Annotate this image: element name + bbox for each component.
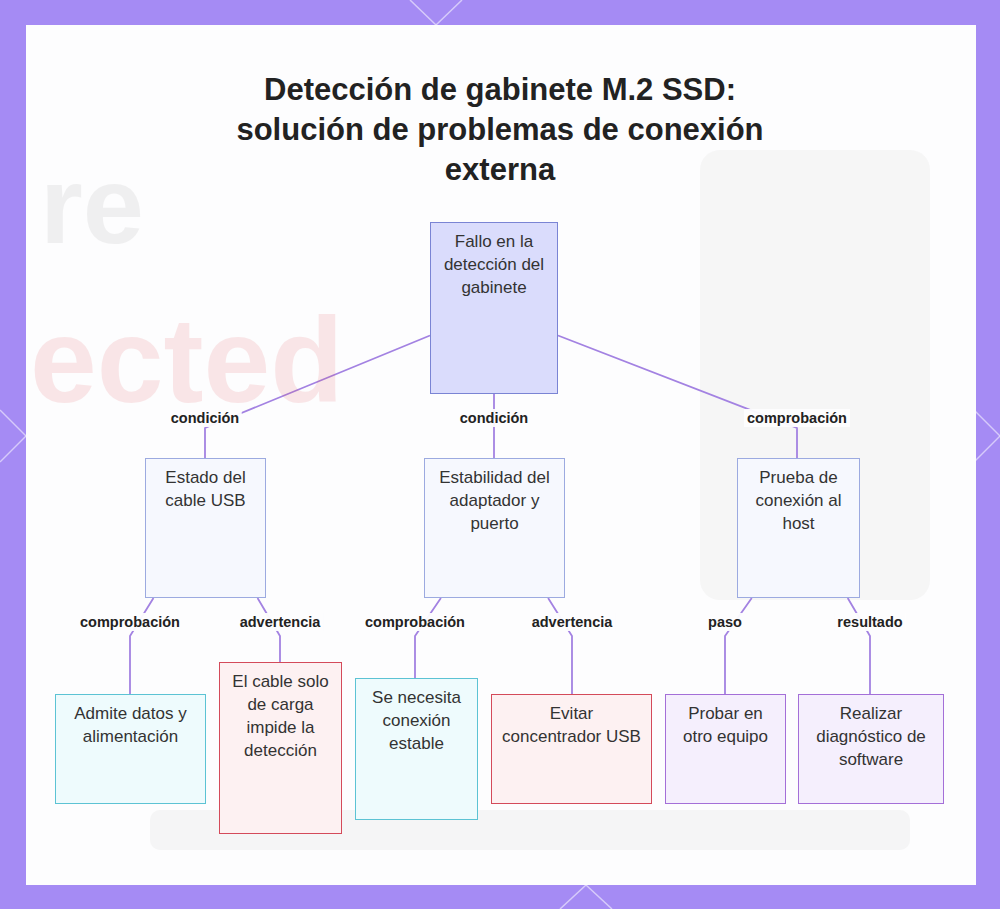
node-text-group: Prueba de conexión al host	[744, 466, 853, 535]
node-text-group: Estado del cable USB	[152, 466, 259, 512]
node-text: Estado del cable USB	[152, 466, 259, 512]
warning-box: El cable solo de carga impide la detecci…	[219, 662, 342, 834]
check-box: Admite datos y alimentación	[55, 694, 206, 804]
condition-box: Estabilidad del adaptador y puerto	[424, 458, 565, 598]
node-text: Admite datos y alimentación	[62, 702, 199, 748]
node-text-group: Realizar diagnóstico de software	[805, 702, 937, 771]
edge-label: paso	[705, 613, 745, 631]
watermark-text: ected	[30, 300, 343, 420]
connector-line	[415, 598, 441, 678]
edge-label: condición	[168, 409, 242, 427]
node-text-group: Fallo en la detección del gabinete	[437, 230, 551, 299]
check-box: Prueba de conexión al host	[737, 458, 860, 598]
root-box: Fallo en la detección del gabinete	[430, 222, 558, 394]
node-text-group: Admite datos y alimentación	[62, 702, 199, 748]
connector-line	[558, 336, 797, 458]
node-text: Se necesita conexión estable	[362, 686, 471, 755]
node-text-group: El cable solo de carga impide la detecci…	[226, 670, 335, 762]
node-text-group: Probar en otro equipo	[672, 702, 779, 748]
watermark-text: re	[40, 150, 144, 260]
check-box: Se necesita conexión estable	[355, 678, 478, 820]
edge-label: resultado	[834, 613, 905, 631]
warning-box: Evitar concentrador USB	[491, 694, 652, 804]
result-box: Realizar diagnóstico de software	[798, 694, 944, 804]
node-text: Prueba de conexión al host	[744, 466, 853, 535]
node-text: Realizar diagnóstico de software	[805, 702, 937, 771]
node-text: Fallo en la detección del gabinete	[437, 230, 551, 299]
node-text: El cable solo de carga impide la detecci…	[226, 670, 335, 762]
edge-label: comprobación	[362, 613, 468, 631]
condition-box: Estado del cable USB	[145, 458, 266, 598]
edge-label: condición	[457, 409, 531, 427]
edge-label: comprobación	[77, 613, 183, 631]
edge-label: advertencia	[237, 613, 324, 631]
edge-label: advertencia	[529, 613, 616, 631]
node-text-group: Evitar concentrador USB	[498, 702, 645, 748]
node-text: Evitar concentrador USB	[498, 702, 645, 748]
edge-label: comprobación	[744, 409, 850, 427]
diagram-title: Detección de gabinete M.2 SSD: solución …	[200, 70, 800, 190]
step-box: Probar en otro equipo	[665, 694, 786, 804]
node-text-group: Se necesita conexión estable	[362, 686, 471, 755]
node-text-group: Estabilidad del adaptador y puerto	[431, 466, 558, 535]
node-text: Probar en otro equipo	[672, 702, 779, 748]
node-text: Estabilidad del adaptador y puerto	[431, 466, 558, 535]
